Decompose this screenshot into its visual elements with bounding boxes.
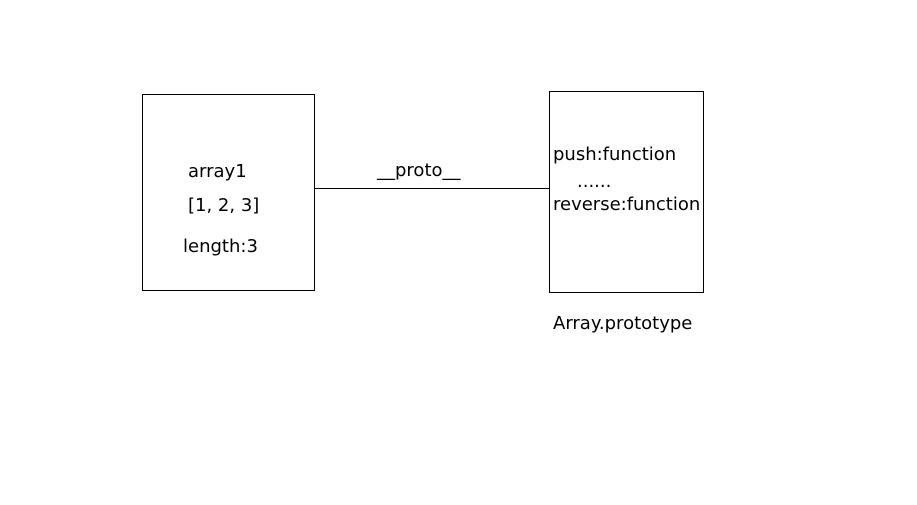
proto-connector-line <box>315 188 551 189</box>
array-prototype-box <box>549 91 704 293</box>
prototype-caption: Array.prototype <box>553 313 693 334</box>
array-values-label: [1, 2, 3] <box>188 195 260 216</box>
prototype-member-push: push:function <box>553 144 677 165</box>
array-length-label: length:3 <box>183 236 258 257</box>
array-name-label: array1 <box>188 161 247 182</box>
proto-link-label: __proto__ <box>377 160 461 181</box>
prototype-member-ellipsis: ...... <box>577 171 612 192</box>
array1-object-box <box>142 94 315 291</box>
prototype-member-reverse: reverse:function <box>553 194 701 215</box>
